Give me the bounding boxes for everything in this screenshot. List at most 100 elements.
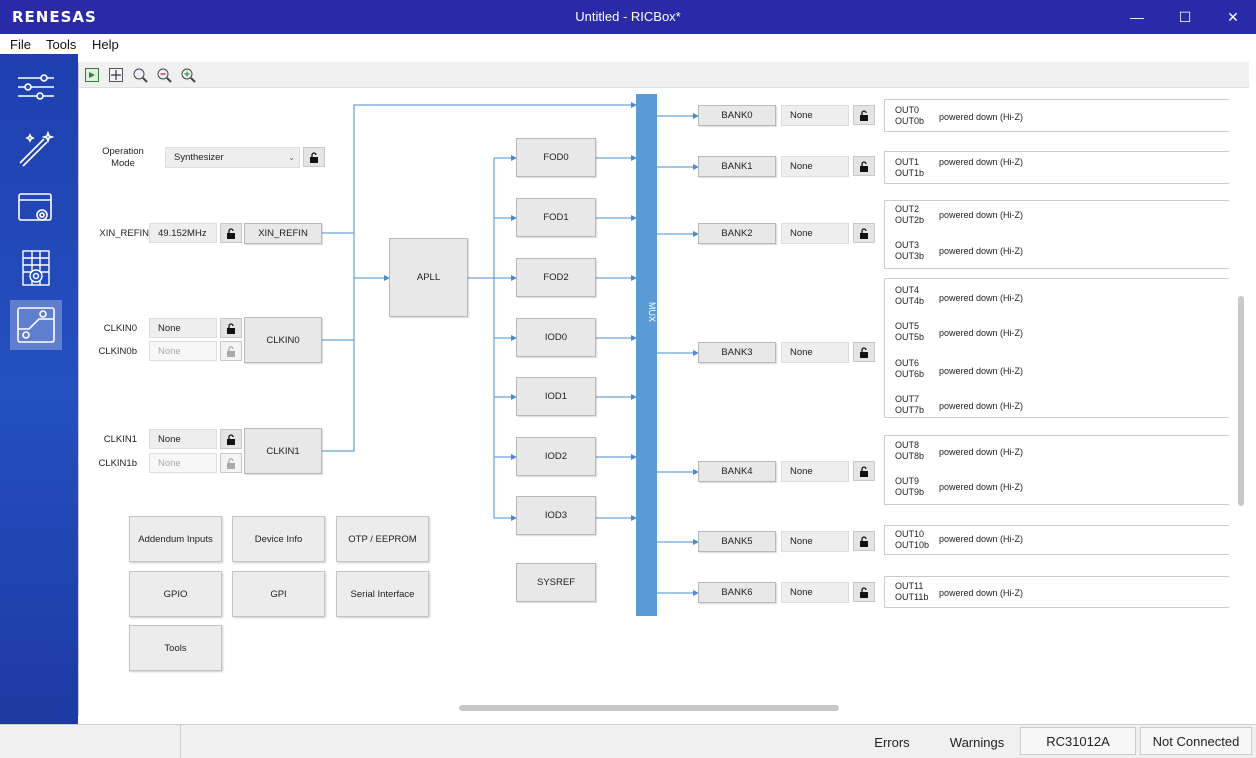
connection-status[interactable]: Not Connected (1140, 727, 1252, 755)
output-status[interactable]: powered down (Hi-Z) (939, 246, 1024, 256)
sidebar-item-wizard[interactable] (10, 124, 62, 174)
lock-icon[interactable] (220, 318, 242, 338)
grid-settings-icon (22, 250, 50, 286)
maximize-button[interactable]: ☐ (1178, 8, 1192, 25)
lock-icon[interactable] (853, 531, 875, 551)
lock-icon[interactable] (853, 582, 875, 602)
iod0-block[interactable]: IOD0 (516, 318, 596, 357)
output-status[interactable]: powered down (Hi-Z) (939, 328, 1024, 338)
minimize-button[interactable]: — (1130, 9, 1144, 25)
zoom-in-icon[interactable] (179, 66, 197, 84)
warnings-indicator[interactable]: Warnings (949, 734, 1005, 750)
addendum-inputs-button[interactable]: Addendum Inputs (129, 516, 222, 562)
clkin0-field[interactable]: None (149, 318, 217, 338)
bank6-block[interactable]: BANK6 (698, 582, 776, 603)
block-diagram-icon (17, 307, 55, 343)
iod1-block[interactable]: IOD1 (516, 377, 596, 416)
sidebar-item-window-settings[interactable] (10, 184, 62, 234)
fod0-block[interactable]: FOD0 (516, 138, 596, 177)
bank2-field[interactable]: None (781, 223, 849, 244)
clkin1-block[interactable]: CLKIN1 (244, 428, 322, 474)
output-status[interactable]: powered down (Hi-Z) (939, 210, 1024, 220)
serial-interface-button[interactable]: Serial Interface (336, 571, 429, 617)
xin-refin-block[interactable]: XIN_REFIN (244, 223, 322, 244)
output-status[interactable]: powered down (Hi-Z) (939, 482, 1024, 492)
lock-icon[interactable] (853, 461, 875, 481)
bank4-field[interactable]: None (781, 461, 849, 482)
clkin1b-field: None (149, 453, 217, 473)
xin-refin-frequency-field[interactable]: 49.152MHz (149, 223, 217, 243)
menu-help[interactable]: Help (92, 37, 119, 52)
bank0-block[interactable]: BANK0 (698, 105, 776, 126)
sidebar-item-register-settings[interactable] (10, 244, 62, 294)
bank2-outputs-panel: OUT2 OUT2b powered down (Hi-Z) OUT3 OUT3… (884, 200, 1229, 269)
fod2-block[interactable]: FOD2 (516, 258, 596, 297)
clkin0-label: CLKIN0 (103, 323, 137, 334)
sysref-block[interactable]: SYSREF (516, 563, 596, 602)
mux-block[interactable] (636, 94, 657, 616)
gpi-button[interactable]: GPI (232, 571, 325, 617)
apll-block[interactable]: APLL (389, 238, 468, 317)
clkin0-block[interactable]: CLKIN0 (244, 317, 322, 363)
chevron-down-icon: ⌄ (288, 153, 295, 162)
menu-bar: File Tools Help (0, 34, 1256, 54)
output-status[interactable]: powered down (Hi-Z) (939, 401, 1024, 411)
bank1-block[interactable]: BANK1 (698, 156, 776, 177)
clkin0b-label: CLKIN0b (98, 346, 137, 357)
device-info-button[interactable]: Device Info (232, 516, 325, 562)
bank6-field[interactable]: None (781, 582, 849, 603)
lock-icon[interactable] (853, 342, 875, 362)
output-status[interactable]: powered down (Hi-Z) (939, 112, 1024, 122)
errors-indicator[interactable]: Errors (874, 734, 910, 750)
bank1-field[interactable]: None (781, 156, 849, 177)
iod2-block[interactable]: IOD2 (516, 437, 596, 476)
clkin1-field[interactable]: None (149, 429, 217, 449)
tools-button[interactable]: Tools (129, 625, 222, 671)
zoom-100-icon[interactable] (131, 66, 149, 84)
export-icon[interactable] (83, 66, 101, 84)
output-status[interactable]: powered down (Hi-Z) (939, 447, 1024, 457)
output-status[interactable]: powered down (Hi-Z) (939, 157, 1024, 167)
lock-icon[interactable] (853, 105, 875, 125)
iod3-block[interactable]: IOD3 (516, 496, 596, 535)
output-name: OUT9 (895, 476, 920, 486)
sidebar-item-block-diagram[interactable] (10, 300, 62, 350)
gpio-button[interactable]: GPIO (129, 571, 222, 617)
clkin1b-label: CLKIN1b (98, 458, 137, 469)
output-name: OUT1 (895, 157, 920, 167)
bank3-block[interactable]: BANK3 (698, 342, 776, 363)
close-button[interactable]: ✕ (1227, 8, 1239, 25)
menu-tools[interactable]: Tools (46, 37, 77, 52)
bank0-field[interactable]: None (781, 105, 849, 126)
bank2-block[interactable]: BANK2 (698, 223, 776, 244)
operation-mode-select[interactable]: Synthesizer ⌄ (165, 147, 300, 168)
lock-icon[interactable] (220, 429, 242, 449)
output-status[interactable]: powered down (Hi-Z) (939, 588, 1024, 598)
bank3-outputs-panel: OUT4 OUT4b powered down (Hi-Z) OUT5 OUT5… (884, 278, 1229, 418)
otp-eeprom-button[interactable]: OTP / EEPROM (336, 516, 429, 562)
output-status[interactable]: powered down (Hi-Z) (939, 534, 1024, 544)
bank3-field[interactable]: None (781, 342, 849, 363)
lock-icon[interactable] (853, 156, 875, 176)
zoom-out-icon[interactable] (155, 66, 173, 84)
fod1-block[interactable]: FOD1 (516, 198, 596, 237)
output-status[interactable]: powered down (Hi-Z) (939, 366, 1024, 376)
lock-icon[interactable] (853, 223, 875, 243)
xin-refin-label: XIN_REFIN (99, 228, 149, 239)
output-name: OUT11b (895, 592, 929, 602)
menu-file[interactable]: File (10, 37, 31, 52)
bank5-field[interactable]: None (781, 531, 849, 552)
output-name: OUT9b (895, 487, 925, 497)
bank4-block[interactable]: BANK4 (698, 461, 776, 482)
output-name: OUT2 (895, 204, 920, 214)
vertical-scrollbar[interactable] (1238, 296, 1244, 506)
sidebar (0, 54, 78, 724)
lock-icon[interactable] (303, 147, 325, 167)
window-title: Untitled - RICBox* (575, 9, 681, 24)
sidebar-item-settings[interactable] (10, 62, 62, 112)
lock-icon[interactable] (220, 223, 242, 243)
bank5-block[interactable]: BANK5 (698, 531, 776, 552)
fit-icon[interactable] (107, 66, 125, 84)
output-status[interactable]: powered down (Hi-Z) (939, 293, 1024, 303)
horizontal-scrollbar[interactable] (459, 705, 839, 711)
